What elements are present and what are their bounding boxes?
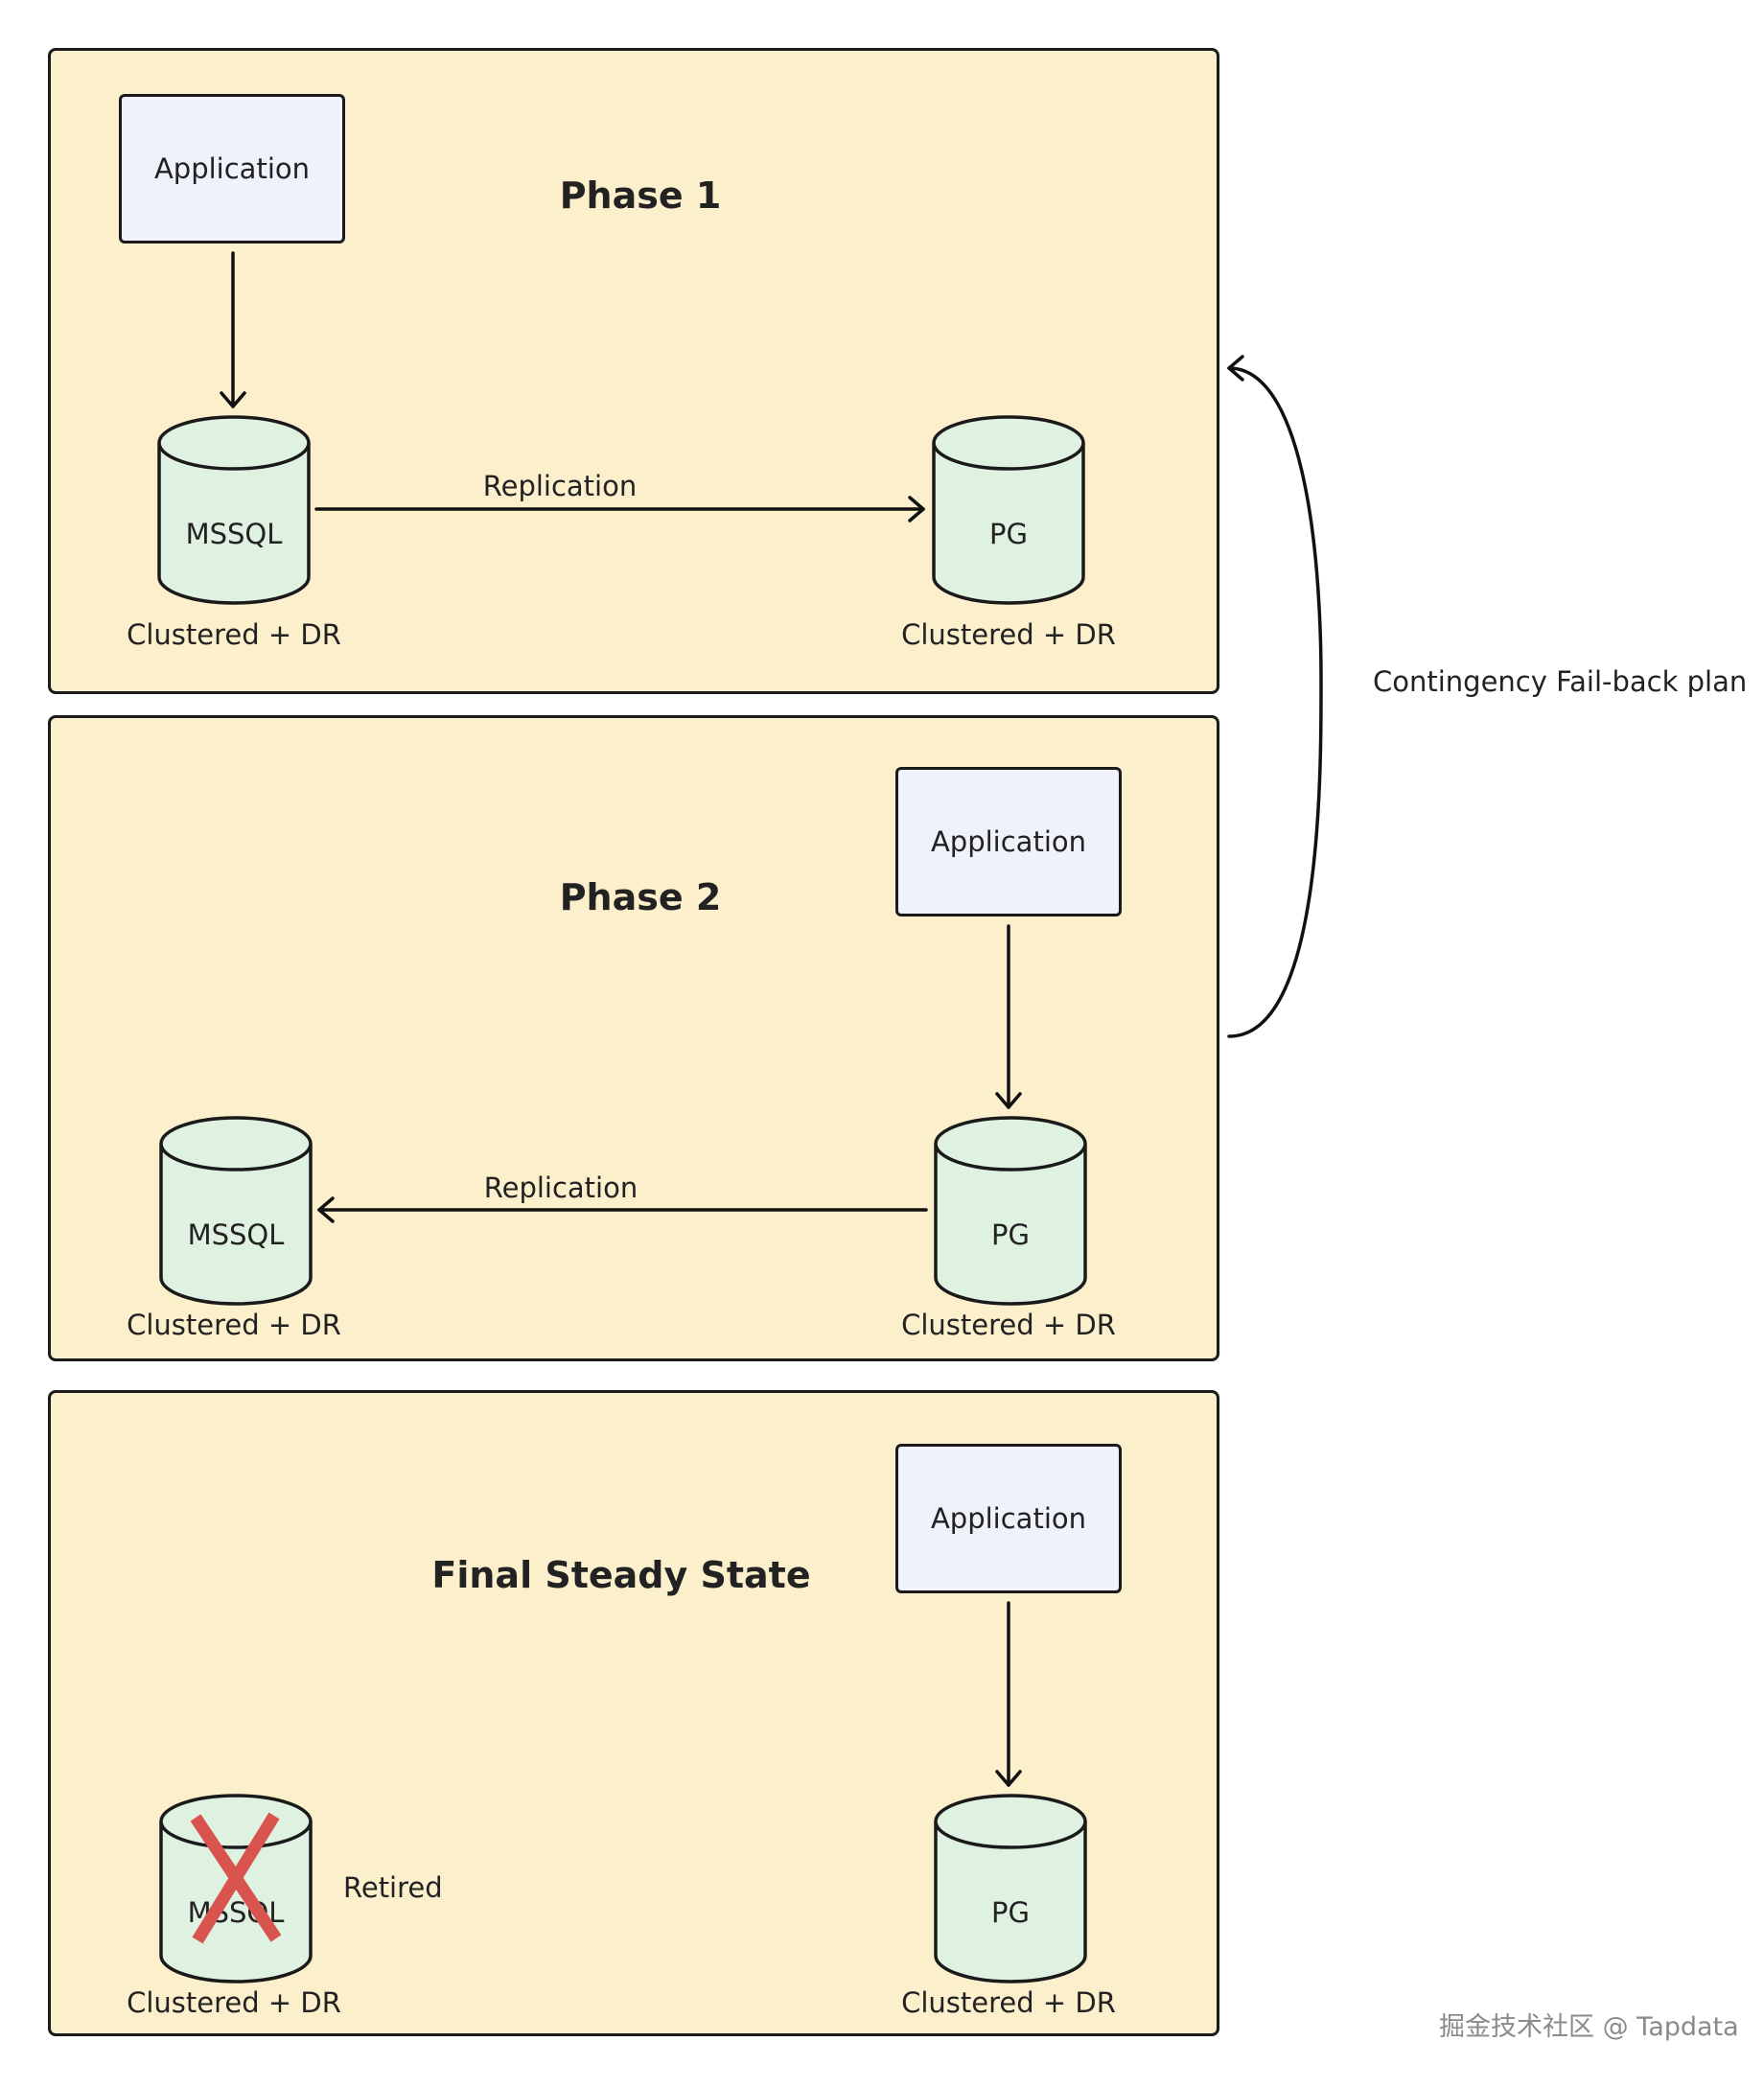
phase-2-replication-label: Replication [483, 1172, 638, 1204]
phase-2-pg-caption: Clustered + DR [901, 1309, 1116, 1341]
phase-2-pg-label: PG [991, 1218, 1030, 1251]
phase-1-application-box: Application [119, 94, 345, 244]
retired-x-mark [190, 1812, 282, 1944]
final-state-title: Final Steady State [431, 1554, 811, 1596]
phase-2-pg-cylinder: PG [933, 1115, 1088, 1307]
phase-1-title: Phase 1 [559, 174, 722, 217]
phase-1-pg-cylinder: PG [931, 414, 1086, 606]
phase-1-replication-label: Replication [482, 470, 638, 502]
final-pg-cylinder: PG [933, 1793, 1088, 1984]
contingency-label: Contingency Fail-back plan [1373, 665, 1748, 698]
phase-2-mssql-label: MSSQL [187, 1218, 285, 1251]
phase-2-mssql-caption: Clustered + DR [127, 1309, 341, 1341]
final-application-box: Application [895, 1444, 1122, 1593]
phase-1-pg-label: PG [989, 518, 1028, 550]
final-application-label: Application [930, 1502, 1087, 1535]
final-pg-caption: Clustered + DR [901, 1986, 1116, 2019]
retired-label: Retired [343, 1871, 443, 1904]
phase-1-application-label: Application [153, 152, 311, 185]
final-pg-label: PG [991, 1896, 1030, 1929]
phase-1-mssql-label: MSSQL [185, 518, 283, 550]
phase-1-mssql-caption: Clustered + DR [127, 618, 341, 651]
phase-2-title: Phase 2 [559, 876, 722, 918]
phase-2-application-box: Application [895, 767, 1122, 916]
phase-1-pg-caption: Clustered + DR [901, 618, 1116, 651]
phase-1-mssql-cylinder: MSSQL [156, 414, 312, 606]
final-mssql-caption: Clustered + DR [127, 1986, 341, 2019]
phase-2-mssql-cylinder: MSSQL [158, 1115, 313, 1307]
watermark: 掘金技术社区 @ Tapdata [1439, 2012, 1739, 2042]
contingency-failback-arrow [1227, 366, 1323, 1038]
phase-2-application-label: Application [930, 825, 1087, 858]
